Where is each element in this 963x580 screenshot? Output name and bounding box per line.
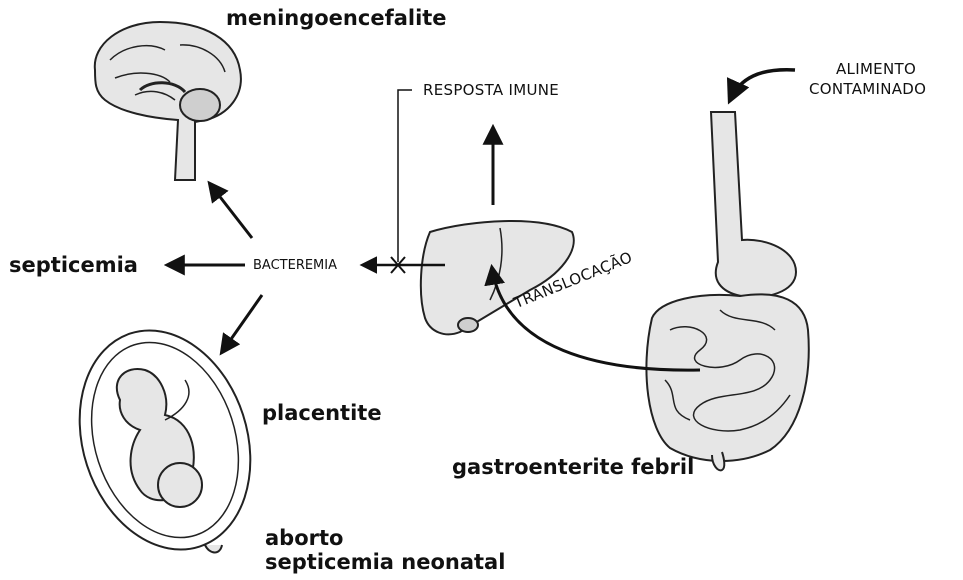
- label-gastroenterite: gastroenterite febril: [452, 455, 694, 479]
- womb-fetus-illustration: [52, 308, 277, 572]
- arrow-to-meningoencefalite: [210, 184, 252, 238]
- label-resposta-imune: RESPOSTA IMUNE: [423, 81, 559, 99]
- liver-illustration: [421, 221, 574, 334]
- resposta-imune-connector: [398, 90, 412, 262]
- label-alimento: ALIMENTO: [836, 60, 916, 78]
- arrow-to-placentite: [222, 295, 262, 352]
- label-septicemia-neonatal: septicemia neonatal: [265, 550, 505, 574]
- arrow-alimento-contaminado: [730, 70, 795, 100]
- digestive-tract-illustration: [646, 112, 808, 470]
- label-placentite: placentite: [262, 401, 382, 425]
- label-bacteremia: BACTEREMIA: [253, 258, 337, 273]
- label-meningoencefalite: meningoencefalite: [226, 6, 447, 30]
- brain-illustration: [95, 22, 241, 180]
- label-septicemia: septicemia: [9, 253, 138, 277]
- label-aborto: aborto: [265, 526, 343, 550]
- label-contaminado: CONTAMINADO: [809, 80, 926, 98]
